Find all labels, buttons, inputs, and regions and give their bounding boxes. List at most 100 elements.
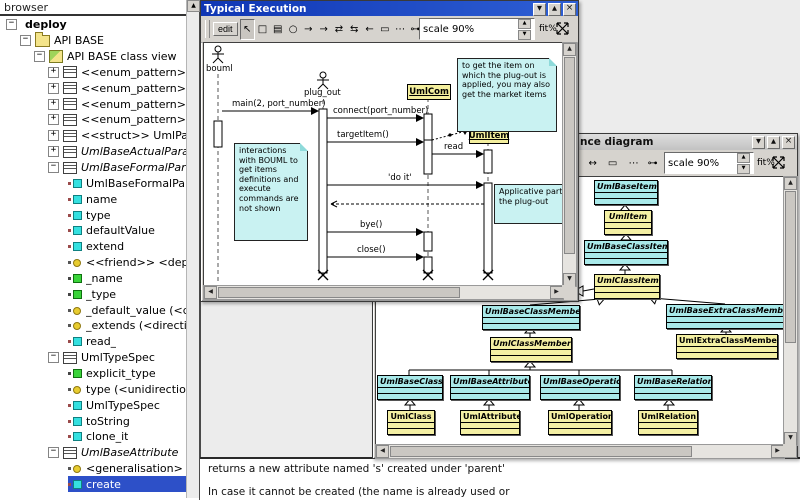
scroll-up-icon[interactable] (563, 43, 576, 56)
tree-item-operation[interactable]: name (0, 191, 187, 207)
class-box-umlclass[interactable]: UmlClass (387, 410, 435, 435)
class-box-umlrelation[interactable]: UmlRelation (638, 410, 698, 435)
tree-item-relation[interactable]: <generalisation> UmlClass (0, 461, 187, 477)
scale-up-icon[interactable] (737, 152, 750, 163)
anchor-tool-icon[interactable]: ⊶ (410, 23, 421, 35)
class-box-umloperation[interactable]: UmlOperation (548, 410, 612, 435)
tree-item-api-base[interactable]: API BASE (0, 32, 187, 49)
tree-item-operation[interactable]: clone_it (0, 429, 187, 445)
class-box-umlclassmember[interactable]: UmlClassMember (490, 337, 572, 362)
expand-icon[interactable] (48, 114, 59, 126)
class-box-umlclassitem[interactable]: UmlClassItem (594, 274, 660, 299)
close-button[interactable] (563, 3, 576, 16)
message-label-connect[interactable]: connect(port_number) (333, 106, 429, 116)
window-titlebar[interactable]: Typical Execution (201, 1, 578, 16)
horizontal-scrollbar[interactable] (375, 444, 785, 459)
horizontal-scrollbar[interactable] (203, 285, 564, 300)
close-button[interactable] (782, 136, 795, 149)
note-applicative[interactable]: Applicative part of the plug-out (494, 184, 563, 224)
reflexive-sync-tool-icon[interactable]: ⇄ (334, 23, 344, 35)
scroll-up-icon[interactable] (187, 0, 200, 12)
tree-item-class[interactable]: <<enum_pattern>> aDirection (0, 80, 187, 96)
tree-item-class[interactable]: UmlBaseFormalParameter (0, 160, 187, 176)
note-market-items[interactable]: to get the item on which the plug-out is… (457, 58, 557, 132)
expand-icon[interactable] (48, 82, 59, 94)
class-box-umlbaseclassmember[interactable]: UmlBaseClassMember (482, 305, 580, 330)
fragment-tool-icon[interactable]: ▭ (607, 157, 618, 169)
message-label-bye[interactable]: bye() (360, 220, 383, 230)
message-label-read[interactable]: read (444, 142, 464, 152)
tree-item-operation[interactable]: read_ (0, 334, 187, 350)
scroll-up-icon[interactable] (784, 177, 797, 190)
class-box-umlitem[interactable]: UmlItem (604, 210, 652, 235)
vertical-scrollbar[interactable] (562, 42, 577, 287)
sequence-diagram-canvas[interactable]: bouml plug_out UmlCom UmlItem main(2, po… (203, 42, 564, 287)
message-label-doit[interactable]: 'do it' (388, 173, 412, 183)
class-box-umlbaseclass[interactable]: UmlBaseClass (377, 375, 443, 400)
reflexive-async-tool-icon[interactable]: ⇆ (350, 23, 359, 35)
collapse-icon[interactable] (48, 162, 59, 174)
tree-item-attribute[interactable]: _type (0, 286, 187, 302)
collapse-icon[interactable] (20, 35, 31, 47)
scale-spinbox[interactable]: scale 90% (664, 152, 754, 174)
tree-item-operation[interactable]: UmlTypeSpec (0, 397, 187, 413)
class-box-umlbaseitem[interactable]: UmlBaseItem (594, 180, 658, 205)
collapse-icon[interactable] (6, 19, 17, 31)
tree-item-class[interactable]: <<enum_pattern>> aVisibility (0, 96, 187, 112)
scale-up-icon[interactable] (518, 18, 531, 29)
tree-item-deploy[interactable]: deploy (0, 17, 187, 33)
description-editor[interactable]: returns a new attribute named 's' create… (200, 457, 800, 500)
class-box-umlbaserelation[interactable]: UmlBaseRelation (634, 375, 712, 400)
lifeline-label-bouml[interactable]: bouml (206, 64, 233, 74)
class-diagram-canvas[interactable]: UmlBaseItem UmlItem UmlBaseClassItem Uml… (375, 176, 785, 446)
tree-item-operation[interactable]: type (0, 207, 187, 223)
collapse-icon[interactable] (34, 51, 45, 63)
scale-down-icon[interactable] (737, 163, 750, 174)
class-box-umlbaseextraclassmember[interactable]: UmlBaseExtraClassMember (666, 304, 784, 329)
tree-item-class[interactable]: UmlTypeSpec (0, 350, 187, 366)
message-label-targetitem[interactable]: targetItem() (337, 130, 389, 140)
dashed-line-tool-icon[interactable]: ⋯ (395, 23, 406, 35)
minimize-button[interactable] (752, 136, 765, 149)
class-box-umlattribute[interactable]: UmlAttribute (460, 410, 520, 435)
class-box-umlbaseattribute[interactable]: UmlBaseAttribute (450, 375, 530, 400)
class-box-umlbaseoperation[interactable]: UmlBaseOperation (540, 375, 620, 400)
class-box-umlbaseclassitem[interactable]: UmlBaseClassItem (584, 240, 668, 265)
message-label-main[interactable]: main(2, port_number) (232, 99, 326, 109)
fit-scale-button[interactable]: fit% (539, 24, 557, 34)
inheritance-diagram-window[interactable]: nce diagram ↔ ▭ ⋯ ⊶ scale 90% fit% (372, 133, 798, 459)
anchor-tool-icon[interactable]: ⊶ (647, 157, 658, 169)
sync-message-tool-icon[interactable]: → (304, 23, 313, 35)
note-interactions[interactable]: interactions with BOUML to get items def… (234, 143, 308, 241)
tree-item-class[interactable]: <<enum_pattern>> aRelationK (0, 65, 187, 81)
class-box-umlextraclassmember[interactable]: UmlExtraClassMember (676, 334, 778, 359)
tree-item-attribute[interactable]: explicit_type (0, 366, 187, 382)
maximize-button[interactable] (767, 136, 780, 149)
dashed-line-tool-icon[interactable]: ⋯ (628, 157, 639, 169)
tree-item-relation[interactable]: _extends (<directional agg (0, 318, 187, 334)
tree-item-operation[interactable]: UmlBaseFormalParameter (0, 175, 187, 191)
expand-icon[interactable] (48, 98, 59, 110)
scroll-left-icon[interactable] (204, 286, 217, 299)
tree-item-class[interactable]: <<enum_pattern>> anItemKin (0, 112, 187, 128)
async-message-tool-icon[interactable]: → (319, 23, 328, 35)
tree-item-operation[interactable]: extend (0, 239, 187, 255)
instance-label-umlcom[interactable]: UmlCom (407, 84, 451, 100)
tree-item-class-view[interactable]: API BASE class view (0, 49, 187, 65)
lifeline-label-plugout[interactable]: plug_out (304, 88, 341, 98)
tree-item-create-selected[interactable]: create (0, 476, 187, 493)
continuation-tool-icon[interactable]: ○ (288, 23, 298, 35)
expand-icon[interactable] (48, 146, 59, 158)
scroll-left-icon[interactable] (376, 445, 389, 458)
tree-item-operation[interactable]: defaultValue (0, 223, 187, 239)
fragment-tool-icon[interactable]: ▭ (380, 23, 390, 35)
association-tool-icon[interactable]: ↔ (588, 157, 597, 169)
fit-window-icon[interactable] (771, 155, 786, 170)
tree-item-class[interactable]: UmlBaseAttribute (0, 445, 187, 461)
vertical-scrollbar[interactable] (783, 176, 798, 446)
fit-scale-button[interactable]: fit% (757, 158, 775, 168)
class-instance-tool-icon[interactable]: ▤ (273, 23, 283, 35)
tree-item-relation[interactable]: _default_value (<directiona (0, 302, 187, 318)
scale-down-icon[interactable] (518, 29, 531, 40)
note-tool-icon[interactable]: □ (257, 23, 268, 35)
